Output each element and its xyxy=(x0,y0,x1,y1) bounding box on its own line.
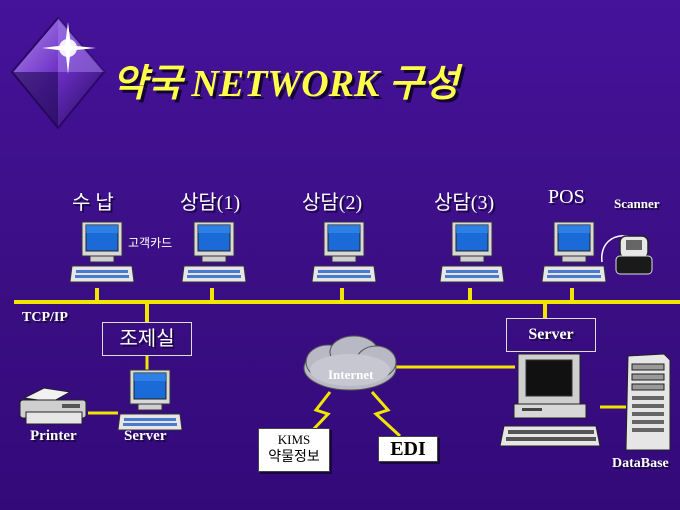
node-label-consult-1: 상담(1) xyxy=(180,192,241,214)
node-label-checkout: 수 납 xyxy=(72,192,114,214)
scanner-label: Scanner xyxy=(614,196,660,211)
computer-icon xyxy=(117,369,183,431)
server-computer-icon xyxy=(500,353,601,447)
printer-icon xyxy=(19,387,87,425)
node-label-consult-3: 상담(3) xyxy=(434,192,495,214)
computer-icon xyxy=(69,221,135,283)
computer-icon xyxy=(311,221,377,283)
computer-icon xyxy=(439,221,505,283)
internet-cloud-icon xyxy=(303,335,397,391)
lab-server-label: Server xyxy=(124,428,167,444)
edi-box: EDI xyxy=(378,436,438,462)
edi-label: EDI xyxy=(390,438,426,460)
internet-label: Internet xyxy=(328,367,374,382)
tcpip-label: TCP/IP xyxy=(22,310,68,325)
sparkle-icon xyxy=(42,22,96,74)
page-title: 약국 NETWORK 구성 xyxy=(112,63,459,105)
node-label-pos: POS xyxy=(548,186,585,208)
lab-room-label: 조제실 xyxy=(102,322,192,356)
diamond-logo xyxy=(10,16,106,130)
main-server-label: Server xyxy=(506,318,596,352)
computer-icon xyxy=(181,221,247,283)
scanner-icon xyxy=(601,235,653,275)
database-server-icon xyxy=(625,353,671,451)
database-label: DataBase xyxy=(612,456,669,471)
kims-box: KIMS 약물정보 xyxy=(258,428,330,472)
printer-label: Printer xyxy=(30,428,77,444)
drug-info-label: 약물정보 xyxy=(268,450,320,465)
node-label-consult-2: 상담(2) xyxy=(302,192,363,214)
card-reader-label: 고객카드 xyxy=(128,236,173,250)
kims-label: KIMS xyxy=(277,432,311,447)
